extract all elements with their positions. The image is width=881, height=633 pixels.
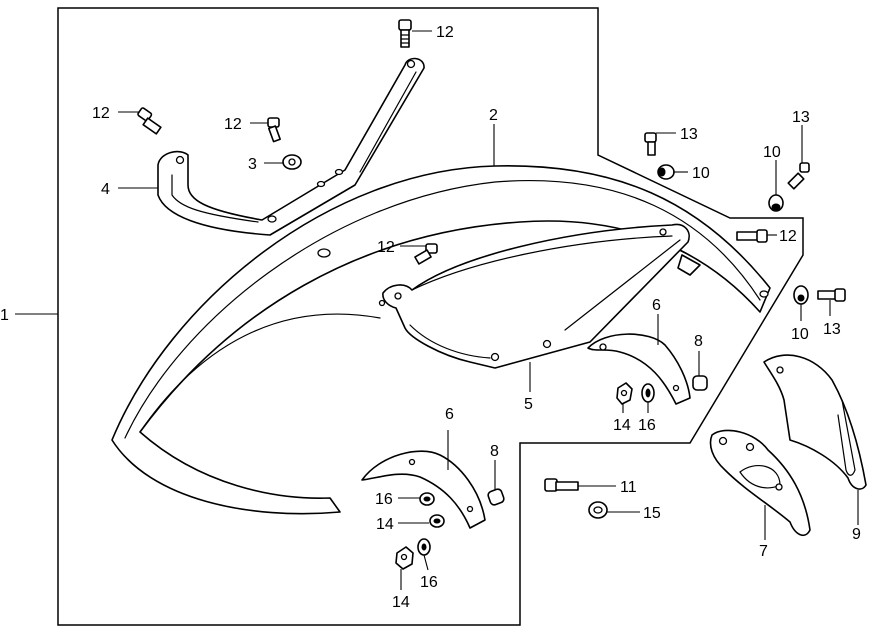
callout-14-upper: 14 (613, 417, 631, 434)
bolt-12-fender (414, 243, 438, 265)
bracket-7 (709, 429, 811, 537)
washer-15 (588, 501, 608, 519)
callout-13-upper: 13 (680, 126, 698, 143)
callout-labels: 1 2 3 4 5 6 6 7 8 8 9 10 10 10 11 12 12 … (0, 24, 861, 611)
plate-9 (763, 354, 867, 490)
stay-lower (382, 223, 701, 369)
callout-14-lower-a: 14 (376, 516, 394, 533)
callout-16-lower-b: 16 (420, 574, 438, 591)
callout-12-top: 12 (436, 24, 454, 41)
callout-3: 3 (248, 156, 257, 173)
callout-6-upper: 6 (652, 297, 661, 314)
callout-8-upper: 8 (694, 333, 703, 350)
callout-13-right-lower: 13 (823, 321, 841, 338)
callout-8-lower: 8 (490, 443, 499, 460)
callout-13-right-upper: 13 (792, 109, 810, 126)
plate-lower-left (361, 450, 486, 529)
bracket-upper (157, 57, 425, 236)
callout-12-middle: 12 (224, 116, 242, 133)
nut-14-lower-a (429, 514, 445, 528)
callout-2: 2 (489, 107, 498, 124)
collar-8-upper (692, 375, 708, 391)
nut-10-upper (657, 164, 675, 180)
callout-10-right-lower: 10 (791, 326, 809, 343)
callout-1: 1 (0, 307, 9, 324)
bolt-12-left (137, 107, 162, 135)
bolt-12-middle (267, 117, 281, 143)
nut-3 (282, 154, 302, 170)
callout-10-upper: 10 (692, 165, 710, 182)
callout-9: 9 (852, 526, 861, 543)
collar-8-lower (487, 488, 505, 506)
nut-14-upper (616, 382, 633, 405)
callout-16-upper: 16 (638, 417, 656, 434)
fender (111, 165, 771, 515)
callout-10-right-upper: 10 (763, 144, 781, 161)
callout-15: 15 (643, 505, 661, 522)
callout-14-lower-b: 14 (392, 594, 410, 611)
bolt-11 (544, 478, 579, 492)
callout-4: 4 (101, 181, 110, 198)
callout-12-left: 12 (92, 105, 110, 122)
bolt-12-top (398, 19, 412, 48)
callout-5: 5 (524, 396, 533, 413)
group-frame-item-1 (57, 7, 804, 626)
callout-12-right: 12 (779, 228, 797, 245)
bolt-13-upper (644, 132, 657, 156)
bolt-13-right-lower (817, 288, 846, 302)
callout-12-fender: 12 (377, 239, 395, 256)
bolt-13-right-upper (787, 162, 810, 190)
washer-16-lower-a (419, 492, 435, 506)
nut-14-lower-b (395, 546, 414, 570)
washer-16-lower-b (417, 538, 431, 556)
callout-11: 11 (620, 479, 637, 496)
leader-lines (15, 30, 859, 590)
bolt-12-right (736, 229, 768, 243)
nut-10-right-upper (768, 194, 784, 212)
washer-16-upper (641, 383, 655, 403)
callout-16-lower-a: 16 (375, 491, 393, 508)
nut-10-right-lower (793, 285, 809, 305)
callout-6-lower: 6 (445, 406, 454, 423)
plate-upper-right (587, 333, 691, 405)
callout-7: 7 (759, 543, 768, 560)
